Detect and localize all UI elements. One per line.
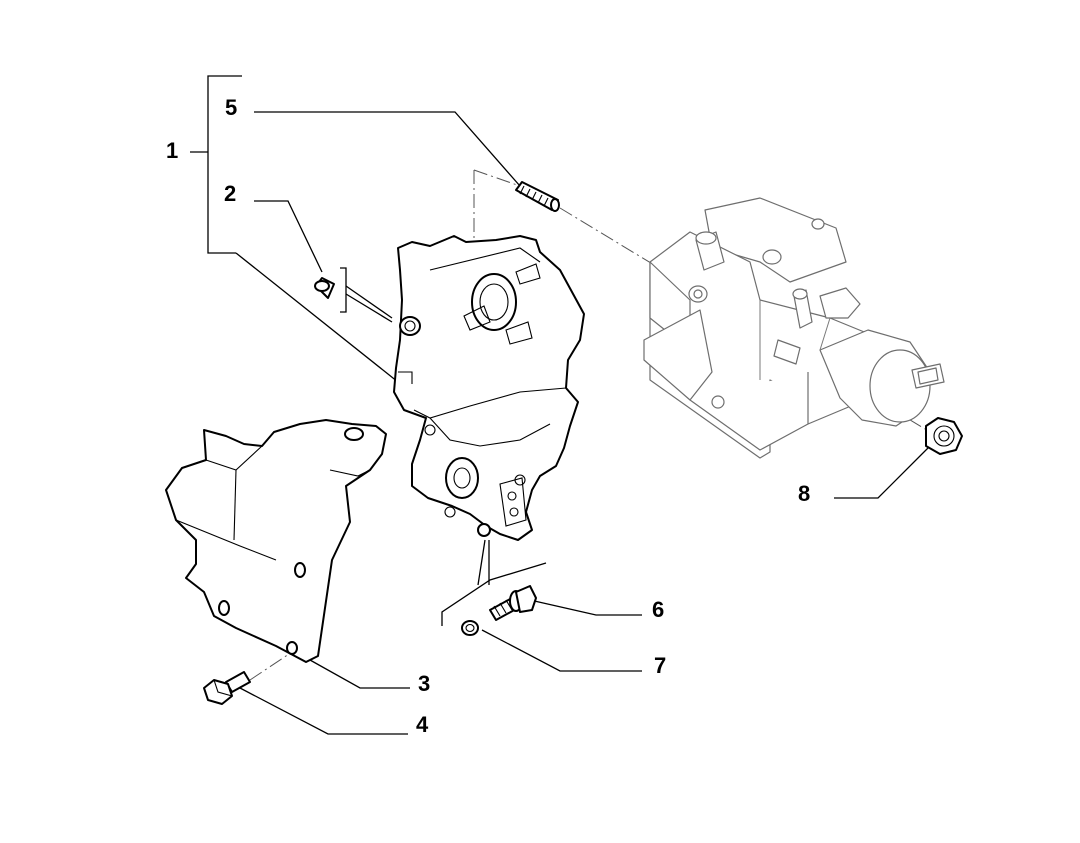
- timing-cover-bracket-hole-2: [509, 507, 519, 517]
- pump-lower-flange: [643, 309, 713, 401]
- alignment-line-stud-top: [473, 169, 521, 187]
- timing-cover-stud-a: [463, 305, 491, 331]
- timing-cover-lower-boss: [445, 457, 479, 499]
- heat-shield-3: [165, 419, 387, 663]
- washer-7: [461, 620, 479, 636]
- bushing-2: [314, 277, 335, 299]
- bushing-end: [314, 280, 330, 292]
- heat-shield-hole-bottom: [286, 641, 298, 655]
- timing-cover-mount-hole: [477, 523, 491, 537]
- timing-cover-outline: [393, 235, 585, 541]
- leader-5: [254, 111, 521, 187]
- timing-cover-rib-mid: [413, 387, 567, 419]
- timing-cover-lower-boss-hole: [453, 467, 471, 489]
- leader-6: [529, 599, 642, 616]
- heat-shield-hole-top: [344, 427, 364, 441]
- timing-cover-1: [393, 235, 585, 541]
- timing-cover-stud-b: [505, 321, 533, 345]
- callout-4[interactable]: 4: [416, 712, 429, 737]
- washer-outer: [461, 620, 479, 636]
- leader-1-bracket: [207, 75, 242, 254]
- pump-shaft-square-inner: [917, 367, 939, 385]
- flange-bolt-6: [489, 585, 537, 621]
- bolt-4: [203, 671, 251, 705]
- timing-cover-edge-detail: [398, 371, 413, 384]
- washer-inner: [465, 623, 475, 633]
- timing-cover-bore: [471, 273, 517, 331]
- flange-nut-thread: [933, 425, 955, 447]
- heat-shield-hole-mid: [294, 562, 306, 578]
- timing-cover-boss-left-hole: [404, 320, 416, 332]
- leader-8: [834, 445, 931, 499]
- timing-cover-bore-inner: [479, 283, 509, 321]
- timing-cover-hole-a: [424, 424, 436, 436]
- pump-lower-edge: [689, 372, 809, 451]
- pump-lower-bolt: [711, 395, 725, 409]
- pump-cap-2: [811, 218, 825, 230]
- leader-3: [309, 659, 410, 689]
- timing-cover-rib-lower: [429, 417, 551, 447]
- injection-pump: [643, 197, 945, 459]
- callout-8[interactable]: 8: [798, 481, 810, 506]
- timing-cover-stud-c: [515, 263, 541, 285]
- callout-3[interactable]: 3: [418, 671, 430, 696]
- bolt-4-head-edge: [213, 679, 233, 697]
- stud-threads: [519, 185, 549, 207]
- heat-shield-tab: [329, 469, 371, 477]
- leader-2-bracket: [340, 267, 347, 313]
- leader-2: [254, 200, 323, 273]
- pump-edges: [759, 300, 831, 380]
- leader-lines: [190, 75, 931, 735]
- bolt-6-head: [515, 585, 537, 613]
- stud-5: [515, 181, 560, 212]
- leader-4: [239, 687, 408, 735]
- callout-6[interactable]: 6: [652, 597, 664, 622]
- timing-cover-boss-left: [399, 316, 421, 336]
- callout-7[interactable]: 7: [654, 653, 666, 678]
- leader-2-link-a: [345, 285, 393, 319]
- pump-union-nut: [819, 287, 861, 319]
- pump-stud-1-top: [695, 231, 717, 245]
- heat-shield-fold-vert: [233, 469, 237, 541]
- leader-6-7-stem-a: [477, 539, 486, 586]
- callout-1[interactable]: 1: [166, 138, 178, 163]
- alignment-line-bolt-4: [249, 649, 296, 681]
- stud-end: [550, 198, 560, 212]
- timing-cover-bracket-hole-1: [507, 491, 517, 501]
- pump-cap-1: [762, 249, 782, 265]
- leader-6-7-bracket: [441, 562, 547, 626]
- timing-cover-hole-c: [514, 474, 526, 486]
- callout-2[interactable]: 2: [224, 181, 236, 206]
- pump-stud-2-top: [792, 288, 808, 300]
- heat-shield-outline: [165, 419, 387, 663]
- leader-1: [235, 252, 399, 383]
- flange-nut-8: [925, 417, 963, 455]
- pump-fuel-port: [773, 339, 801, 365]
- timing-cover-hole-b: [444, 506, 456, 518]
- pump-hub-face: [869, 349, 931, 423]
- flange-nut-bore: [938, 430, 950, 442]
- timing-cover-rib-top: [429, 247, 541, 271]
- pump-bolt-hole-inner: [693, 289, 703, 299]
- leader-7: [481, 629, 642, 672]
- leader-2-link-b: [345, 293, 393, 323]
- callout-5[interactable]: 5: [225, 95, 237, 120]
- heat-shield-hole-left: [218, 600, 230, 616]
- heat-shield-fold-mid: [175, 519, 277, 561]
- flange-nut-body: [925, 417, 963, 455]
